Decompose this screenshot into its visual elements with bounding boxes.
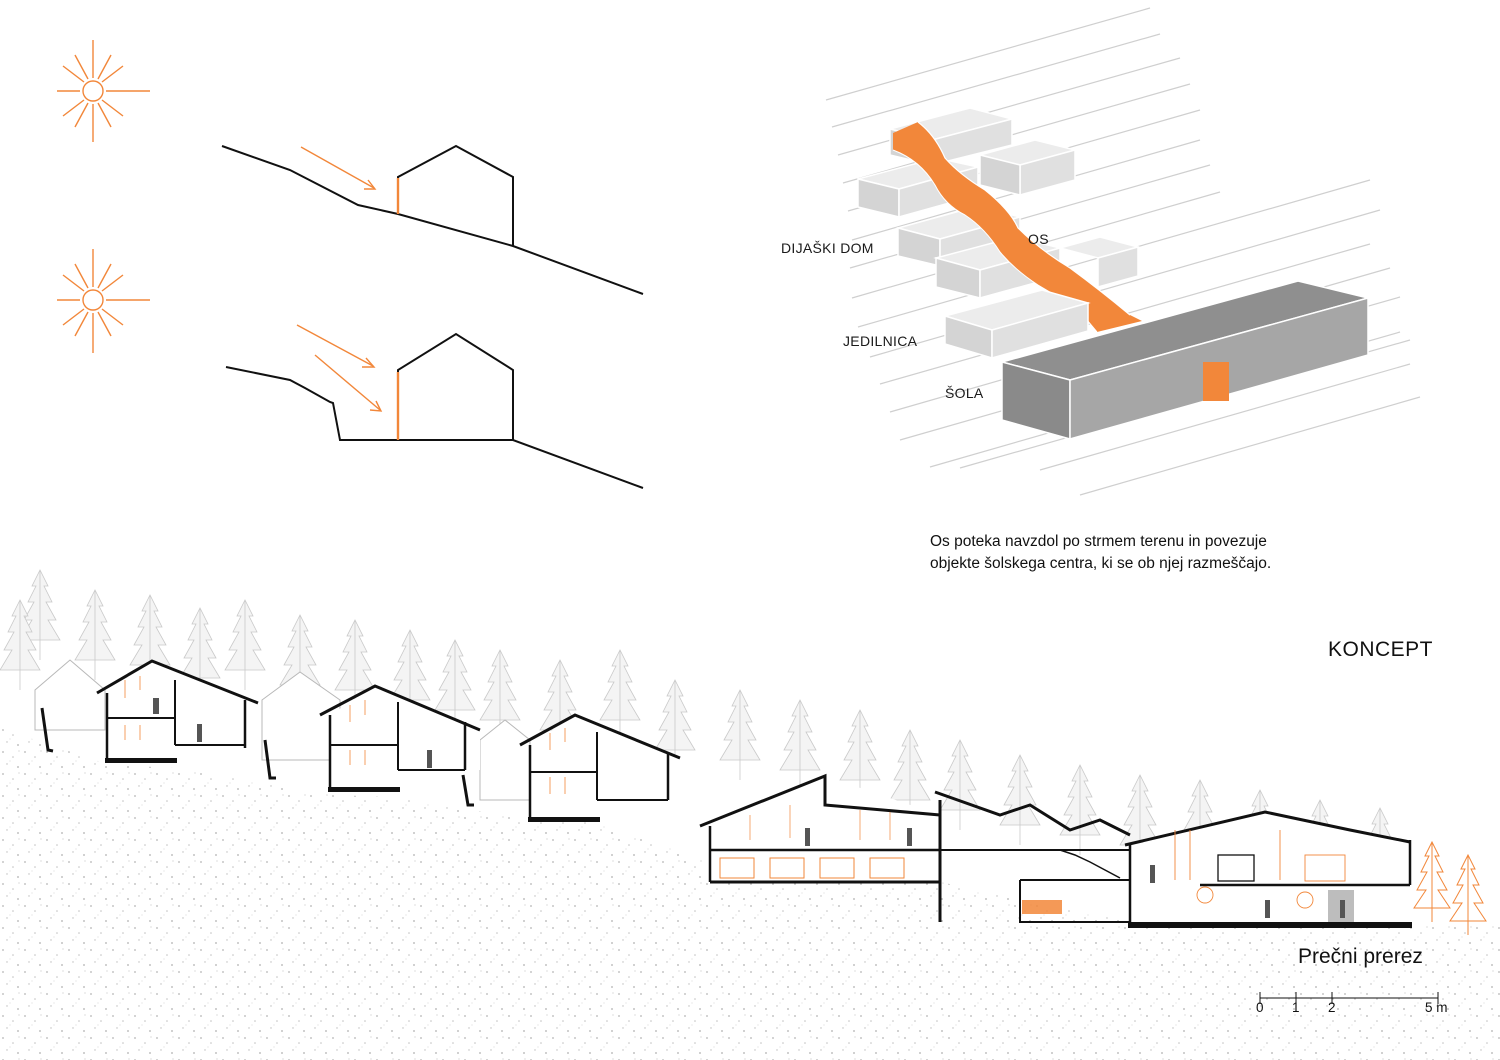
caption-line-2: objekte šolskega centra, ki se ob njej r… — [930, 555, 1272, 572]
section-connector — [934, 790, 1131, 923]
scale-bar — [1259, 992, 1439, 1004]
sun-ray-arrows-bottom — [296, 324, 383, 412]
sun-icon-bottom — [57, 249, 150, 353]
site-section-bottom — [225, 332, 644, 489]
sun-icon-top — [57, 40, 150, 142]
caption-line-1: Os poteka navzdol po strmem terenu in po… — [930, 533, 1267, 550]
scale-tick-5m: 5 m — [1425, 1000, 1448, 1015]
axon-block-jedilnica — [942, 289, 1091, 360]
axon-block-dorm-3 — [977, 139, 1078, 196]
concept-caption: Os poteka navzdol po strmem terenu in po… — [930, 531, 1350, 575]
label-sola: ŠOLA — [945, 385, 984, 401]
scale-tick-1: 1 — [1292, 1000, 1300, 1015]
scale-tick-0: 0 — [1256, 1000, 1264, 1015]
axon-sola-entrance — [1203, 362, 1229, 401]
sun-ray-arrow-top — [300, 146, 377, 190]
label-os: OS — [1028, 231, 1049, 247]
background-houses — [34, 659, 531, 801]
section-dining-hall — [699, 773, 942, 922]
scale-tick-2: 2 — [1328, 1000, 1336, 1015]
section-title: Prečni prerez — [1298, 945, 1423, 968]
axon-block-dorm-6 — [1057, 236, 1141, 288]
orange-trees — [1413, 841, 1487, 936]
label-jedilnica: JEDILNICA — [843, 333, 918, 349]
ground-mass — [0, 728, 1500, 1060]
section-house-2 — [263, 684, 481, 807]
site-section-top — [221, 144, 644, 295]
koncept-title: KONCEPT — [1328, 638, 1434, 661]
axon-axis-os — [892, 121, 1142, 333]
section-school — [1124, 810, 1412, 928]
section-house-3 — [519, 713, 681, 822]
label-dijaski-dom: DIJAŠKI DOM — [781, 240, 874, 256]
section-house-1 — [40, 659, 259, 763]
